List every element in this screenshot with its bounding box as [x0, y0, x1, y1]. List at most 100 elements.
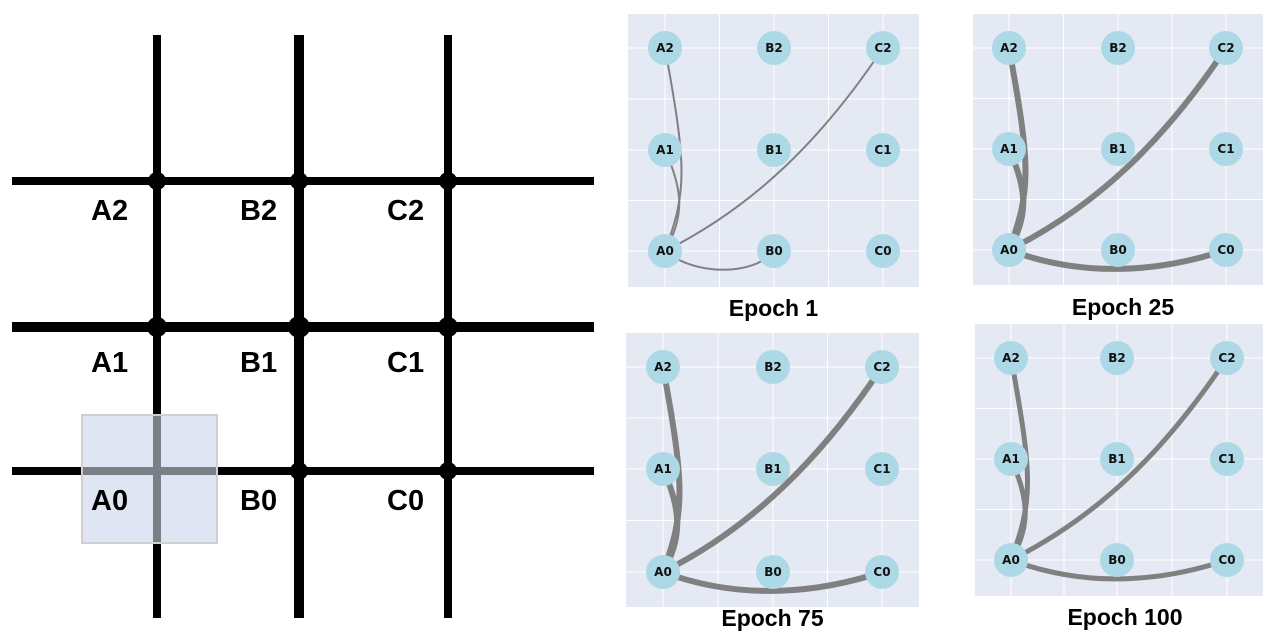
- graph-caption: Epoch 100: [1067, 604, 1183, 630]
- graph-edge-a0-a2: [664, 47, 683, 252]
- graph-node-label: C2: [873, 360, 890, 374]
- graph-node-a0: A0: [994, 543, 1028, 577]
- graph-node-label: B1: [1109, 142, 1127, 156]
- graph-node-b2: B2: [1100, 341, 1134, 375]
- graph-node-label: C0: [1218, 553, 1235, 567]
- graph-node-a1: A1: [994, 442, 1028, 476]
- graph-node-label: B0: [765, 244, 783, 258]
- graph-node-label: A0: [654, 565, 672, 579]
- graph-node-label: B2: [1108, 351, 1126, 365]
- highlight-overlay-a0: [81, 414, 218, 544]
- graph-node-label: B0: [764, 565, 782, 579]
- region-label-b0: B0: [240, 485, 278, 517]
- graph-node-a1: A1: [992, 132, 1026, 166]
- graph-node-c2: C2: [866, 31, 900, 65]
- region-label-a0: A0: [91, 485, 129, 517]
- graph-node-label: B2: [765, 41, 783, 55]
- graph-node-b0: B0: [1101, 233, 1135, 267]
- graph-node-b1: B1: [757, 133, 791, 167]
- graph-node-b2: B2: [757, 31, 791, 65]
- graph-edge-a0-c0: [1006, 247, 1229, 272]
- region-label-c0: C0: [387, 485, 425, 517]
- graph-node-label: A1: [654, 462, 672, 476]
- graph-node-label: A1: [656, 143, 674, 157]
- graph-node-label: C0: [873, 565, 890, 579]
- graph-node-c1: C1: [865, 452, 899, 486]
- graph-node-c2: C2: [1209, 31, 1243, 65]
- graph-node-label: C2: [1217, 41, 1234, 55]
- graph-node-label: A2: [656, 41, 674, 55]
- graph-node-c2: C2: [1210, 341, 1244, 375]
- graph-node-b1: B1: [756, 452, 790, 486]
- graph-node-c1: C1: [866, 133, 900, 167]
- graph-edge-a0-c2: [1008, 355, 1230, 563]
- region-label-b1: B1: [240, 347, 278, 379]
- graph-node-b2: B2: [756, 350, 790, 384]
- graph-node-b0: B0: [1100, 543, 1134, 577]
- graph-node-c0: C0: [1210, 543, 1244, 577]
- graph-node-label: A0: [1002, 553, 1020, 567]
- graph-edge-a0-c2: [660, 364, 885, 575]
- graph-node-b1: B1: [1101, 132, 1135, 166]
- graph-node-label: A2: [1002, 351, 1020, 365]
- graph-node-label: A1: [1000, 142, 1018, 156]
- graph-node-a2: A2: [994, 341, 1028, 375]
- graph-node-label: B2: [1109, 41, 1127, 55]
- graph-caption: Epoch 75: [721, 605, 824, 631]
- graph-node-c0: C0: [866, 234, 900, 268]
- graph-node-label: B1: [765, 143, 783, 157]
- graph-node-a2: A2: [646, 350, 680, 384]
- graph-node-label: C2: [874, 41, 891, 55]
- graph-node-b0: B0: [757, 234, 791, 268]
- graph-node-c2: C2: [865, 350, 899, 384]
- graph-node-label: A2: [1000, 41, 1018, 55]
- road-grid-map: [12, 35, 594, 618]
- graph-node-a2: A2: [992, 31, 1026, 65]
- graph-node-a0: A0: [992, 233, 1026, 267]
- graph-node-b0: B0: [756, 555, 790, 589]
- graph-caption: Epoch 25: [1071, 294, 1175, 320]
- graph-node-label: A1: [1002, 452, 1020, 466]
- graph-node-label: C1: [1218, 452, 1235, 466]
- region-label-c2: C2: [387, 195, 425, 227]
- graph-node-label: A2: [654, 360, 672, 374]
- graph-node-b2: B2: [1101, 31, 1135, 65]
- region-label-a2: A2: [91, 195, 129, 227]
- graph-node-c0: C0: [1209, 233, 1243, 267]
- graph-node-label: B2: [764, 360, 782, 374]
- graph-edge-a0-c2: [664, 47, 884, 252]
- graph-node-label: B0: [1109, 243, 1127, 257]
- graph-node-label: A0: [1000, 243, 1018, 257]
- graph-caption: Epoch 1: [728, 295, 819, 321]
- graph-node-a0: A0: [648, 234, 682, 268]
- graph-node-a1: A1: [646, 452, 680, 486]
- graph-node-label: B0: [1108, 553, 1126, 567]
- graph-node-label: C1: [873, 462, 890, 476]
- graph-node-c0: C0: [865, 555, 899, 589]
- graph-node-label: B1: [1108, 452, 1126, 466]
- graph-node-label: C1: [1217, 142, 1234, 156]
- graph-node-label: C0: [874, 244, 891, 258]
- graph-node-label: A0: [656, 244, 674, 258]
- graph-edge-a0-c2: [1006, 45, 1229, 253]
- graph-node-c1: C1: [1209, 132, 1243, 166]
- graph-edge-a0-c0: [660, 569, 885, 594]
- graph-node-a0: A0: [646, 555, 680, 589]
- graph-node-a1: A1: [648, 133, 682, 167]
- graph-node-label: C0: [1217, 243, 1234, 257]
- graph-edge-a0-c0: [1008, 557, 1230, 582]
- graph-node-label: C2: [1218, 351, 1235, 365]
- graph-node-a2: A2: [648, 31, 682, 65]
- graph-node-b1: B1: [1100, 442, 1134, 476]
- intersections: [147, 172, 458, 480]
- region-label-a1: A1: [91, 347, 129, 379]
- region-label-b2: B2: [240, 195, 278, 227]
- region-label-c1: C1: [387, 347, 425, 379]
